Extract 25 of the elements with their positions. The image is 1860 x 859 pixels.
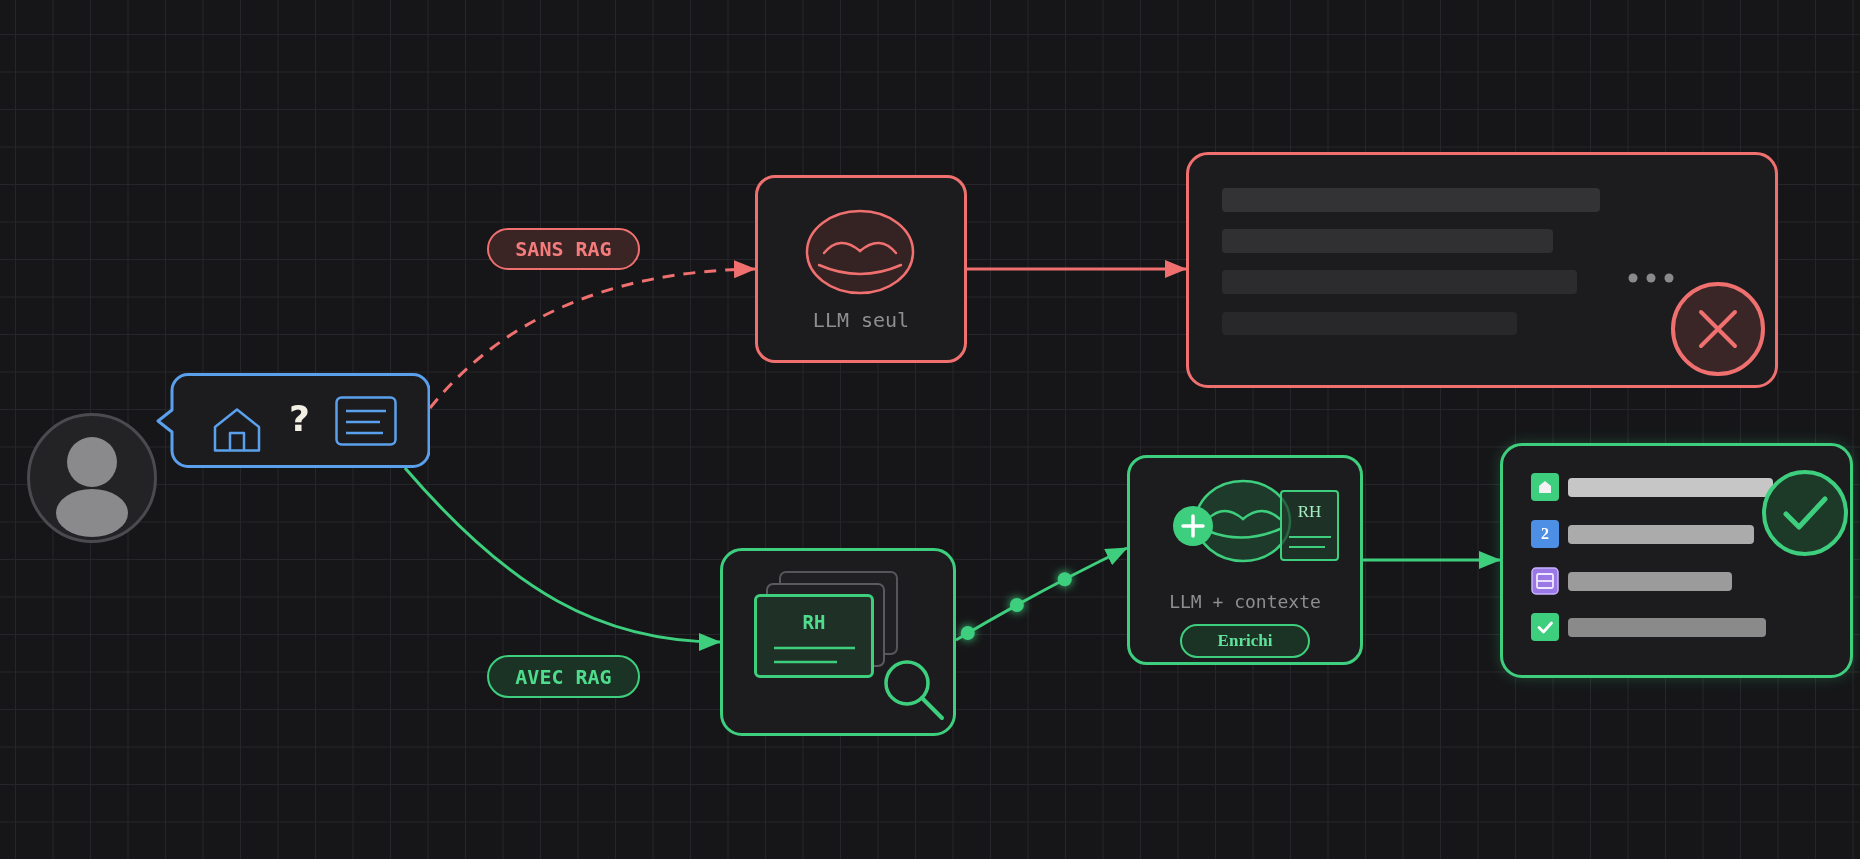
route-label: SANS RAG: [515, 237, 612, 261]
model-label: LLM seul: [812, 308, 910, 332]
route-label: AVEC RAG: [515, 664, 612, 689]
document-title: RH: [1297, 502, 1322, 522]
route-tag: [487, 655, 640, 698]
arrow: [1363, 551, 1501, 569]
retrieval-box: [720, 548, 956, 736]
number-tile: [1531, 520, 1559, 548]
document-card: [754, 594, 874, 678]
status-label: Enrichi: [1217, 631, 1273, 651]
arrow: [403, 467, 721, 651]
answer-box: [1500, 443, 1853, 678]
question-mark: ?: [289, 399, 310, 439]
response-box: [1186, 152, 1778, 388]
model-box: [1127, 455, 1363, 665]
status-tag: [1180, 624, 1310, 658]
arrow: [967, 260, 1187, 278]
step-number: 2: [1541, 525, 1549, 543]
document-card: [1280, 490, 1339, 561]
arrow: [955, 546, 1128, 642]
model-box: [755, 175, 967, 363]
speech-bubble: [155, 373, 430, 468]
document-title: RH: [802, 610, 826, 634]
model-label: LLM + contexte: [1169, 590, 1321, 614]
route-tag: [487, 228, 640, 270]
